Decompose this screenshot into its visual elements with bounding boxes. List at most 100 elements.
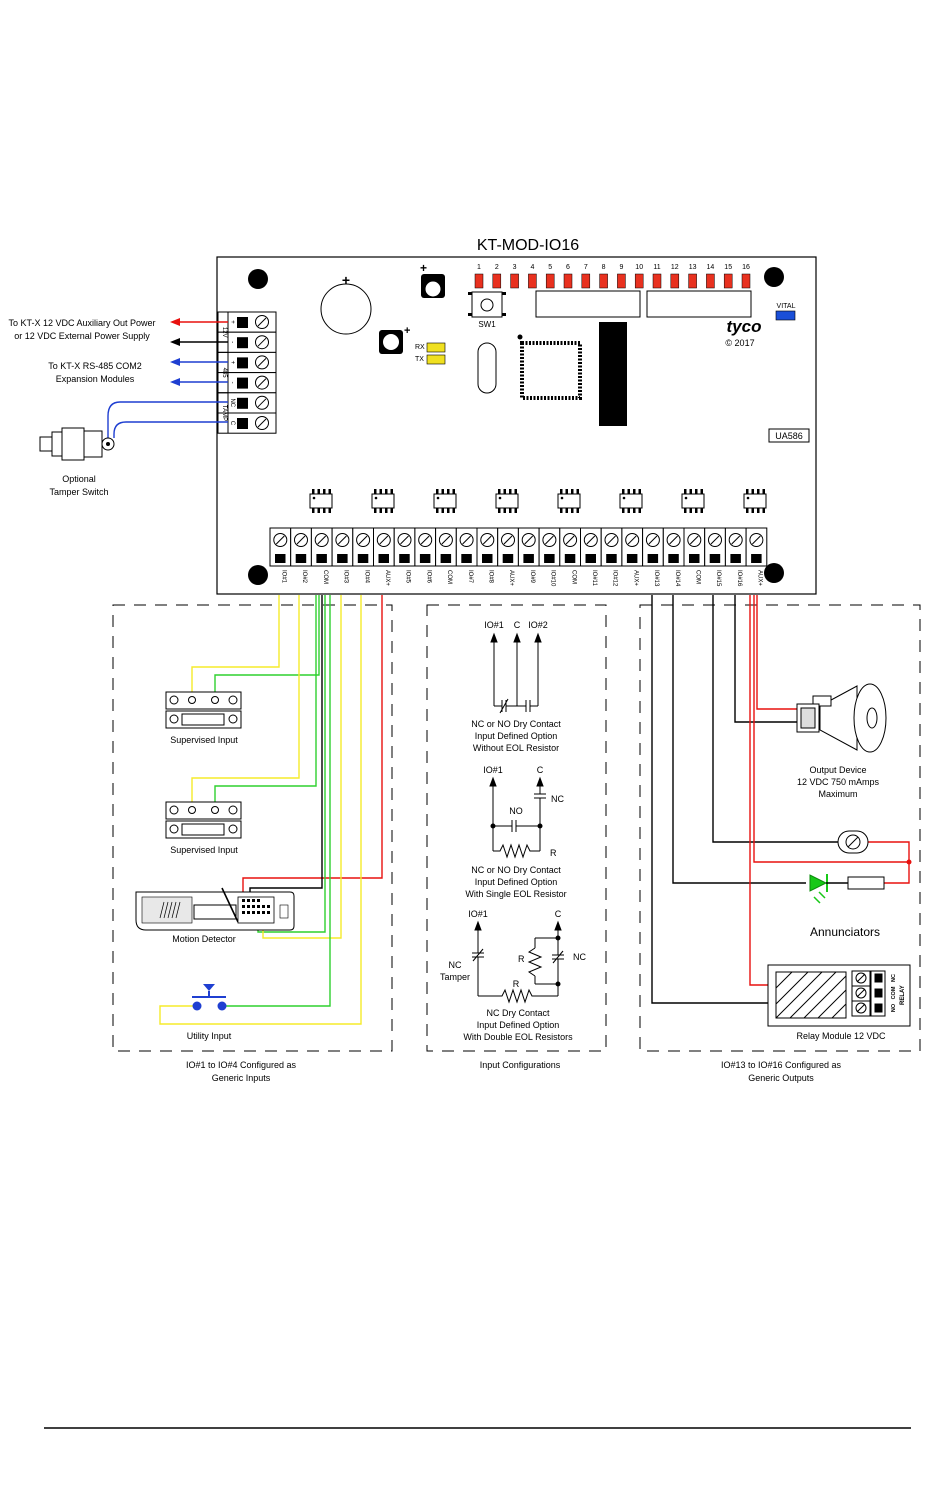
terminal-label: IO#5 (405, 570, 411, 584)
config1-caption-line1: NC or NO Dry Contact (471, 719, 561, 729)
output-device-line3: Maximum (818, 789, 857, 799)
terminal-screw-slot (482, 554, 493, 563)
svg-text:+: + (420, 261, 427, 275)
horn-icon (796, 683, 887, 753)
terminal-label: IO#4 (363, 570, 369, 584)
led-number-label: 1 (477, 264, 481, 271)
brand-logo: tyco (727, 317, 762, 336)
terminal-sign-label: + (229, 320, 235, 324)
terminal-screw-slot (295, 554, 307, 563)
crystal-icon (477, 342, 497, 394)
part-number: UA586 (775, 431, 803, 441)
terminal-screw-slot (440, 554, 452, 563)
board-title: KT-MOD-IO16 (477, 237, 579, 254)
terminal-group-label: TAMP (221, 405, 227, 421)
terminal-screw-slot (626, 554, 638, 563)
status-led (723, 273, 733, 289)
status-led (545, 273, 555, 289)
terminal-screw-slot (275, 554, 286, 563)
dry-contact-single-eol: IO#1 C NC NO R (483, 765, 564, 859)
mounting-hole (764, 563, 784, 583)
terminal-sign-label: - (229, 341, 235, 343)
supervised-input-label: Supervised Input (170, 845, 238, 855)
led-number-label: 7 (584, 264, 588, 271)
relay-terminal-label: NC (891, 974, 897, 982)
terminal-screw-slot (357, 554, 369, 563)
svg-text:+: + (342, 272, 350, 288)
config1-io2-label: IO#2 (528, 620, 548, 630)
terminal-screw-slot (237, 377, 248, 389)
terminal-screw-slot (730, 554, 741, 563)
terminal-screw-slot (523, 554, 534, 563)
io16-board: KT-MOD-IO16 + + SW1 + (216, 237, 817, 595)
status-led (706, 273, 715, 289)
driver-chip (309, 489, 333, 513)
terminal-screw-slot (564, 554, 576, 563)
terminal-screw-slot (237, 418, 248, 429)
config2-nc-label: NC (551, 794, 564, 804)
config2-r-label: R (550, 848, 557, 858)
memory-chip (599, 322, 627, 426)
config3-c-label: C (555, 909, 562, 919)
status-led (688, 273, 697, 289)
config3-caption-line2: Input Defined Option (477, 1020, 560, 1030)
config3-nc-left-label: NC (449, 960, 462, 970)
config3-tamper-label: Tamper (440, 972, 470, 982)
status-led (563, 273, 573, 289)
annunciators-label: Annunciators (810, 925, 880, 939)
status-led (670, 273, 680, 289)
terminal-label: IO#15 (715, 570, 721, 587)
capacitor-icon: + (379, 325, 410, 354)
terminal-label: COM (446, 570, 452, 584)
terminal-label: AUX+ (632, 570, 638, 586)
terminal-screw-slot (668, 554, 679, 563)
led-number-label: 5 (548, 264, 552, 271)
terminal-label: AUX+ (384, 570, 390, 586)
terminal-label: IO#10 (550, 570, 556, 587)
status-led (741, 273, 751, 289)
config1-caption-line2: Input Defined Option (475, 731, 558, 741)
led-number-label: 8 (602, 264, 606, 271)
relay-module-label: Relay Module 12 VDC (796, 1031, 886, 1041)
terminal-sign-label: NC (229, 398, 235, 407)
led-number-label: 9 (619, 264, 623, 271)
relay-module (767, 964, 911, 1027)
config3-caption-line3: With Double EOL Resistors (463, 1032, 573, 1042)
terminal-screw-slot (399, 554, 410, 563)
relay-terminal-label: NO (891, 1003, 897, 1012)
terminal-screw-slot (606, 554, 617, 563)
vital-led (775, 310, 796, 321)
led-annunciator-icon (809, 874, 885, 904)
terminal-label: AUX+ (508, 570, 514, 586)
tamper-label-line2: Tamper Switch (49, 487, 108, 497)
generic-outputs-caption-line2: Generic Outputs (748, 1073, 814, 1083)
driver-chip-row (309, 489, 767, 513)
power-note: To KT-X 12 VDC Auxiliary Out Power or 12… (8, 318, 228, 346)
terminal-label: AUX+ (757, 570, 763, 586)
config3-r-top-label: R (518, 954, 525, 964)
terminal-screw-slot (647, 554, 659, 563)
sw1-button[interactable] (468, 291, 506, 318)
terminal-sign-label: C (229, 421, 235, 426)
terminal-screw-slot (237, 317, 248, 328)
terminal-screw-slot (585, 554, 596, 563)
status-led (652, 273, 662, 289)
status-led (528, 273, 537, 289)
config2-caption-line3: With Single EOL Resistor (465, 889, 566, 899)
power-note-line1: To KT-X 12 VDC Auxiliary Out Power (8, 318, 155, 328)
led-number-label: 10 (635, 264, 643, 271)
driver-chip (743, 489, 767, 513)
terminal-label: IO#3 (343, 570, 349, 584)
mounting-hole (248, 565, 268, 585)
led-number-label: 2 (495, 264, 499, 271)
config2-caption-line1: NC or NO Dry Contact (471, 865, 561, 875)
generic-inputs-box (112, 604, 393, 1052)
config2-io1-label: IO#1 (483, 765, 503, 775)
led-bar-left (535, 290, 641, 318)
tamper-label-line1: Optional (62, 474, 96, 484)
processor-chip (517, 334, 582, 400)
config1-caption-line3: Without EOL Resistor (473, 743, 559, 753)
driver-chip (371, 489, 395, 513)
status-led (492, 273, 502, 289)
